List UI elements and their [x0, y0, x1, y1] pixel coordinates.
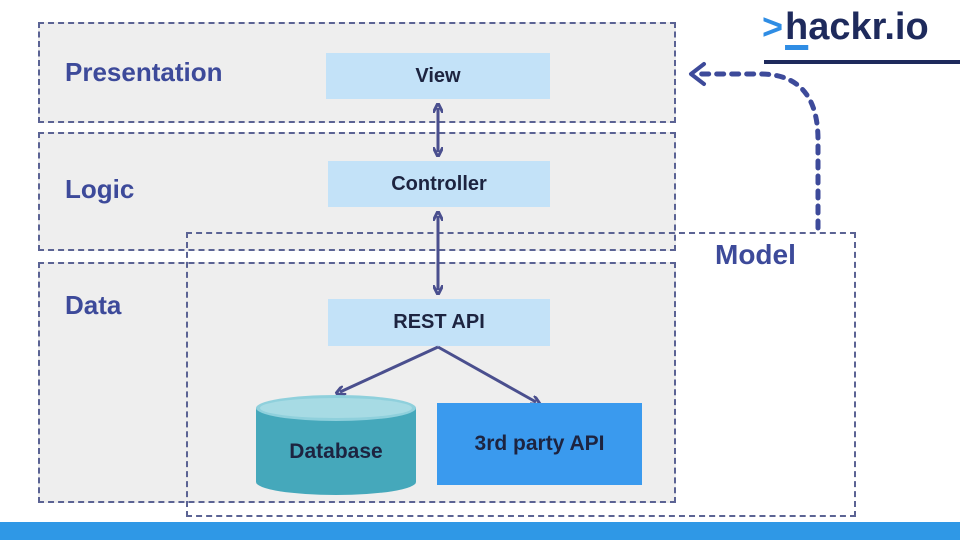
- hackr-logo: > h ackr.io: [762, 6, 929, 56]
- rest-api-box: REST API: [328, 299, 550, 346]
- logic-label: Logic: [65, 174, 135, 204]
- restapi-thirdparty-arrow: [437, 345, 536, 402]
- restapi-database-arrow: [340, 345, 439, 392]
- logo-underline: [764, 60, 960, 64]
- third-party-api-box: 3rd party API: [437, 403, 642, 485]
- controller-box: Controller: [328, 161, 550, 207]
- bottom-bar: [0, 522, 960, 540]
- model-frame: [186, 232, 856, 517]
- dotted-arrow-head: [689, 62, 706, 86]
- view-box: View: [326, 53, 550, 99]
- presentation-label: Presentation: [65, 57, 223, 87]
- logo-chevron: >: [762, 6, 784, 47]
- database-cylinder: [256, 395, 416, 495]
- model-to-view-dotted-arrow: [693, 71, 821, 231]
- logo-text: ackr.io: [808, 6, 929, 48]
- database-label: Database: [289, 440, 383, 463]
- logo-h: h: [785, 6, 809, 48]
- model-label: Model: [715, 239, 796, 270]
- data-label: Data: [65, 290, 122, 320]
